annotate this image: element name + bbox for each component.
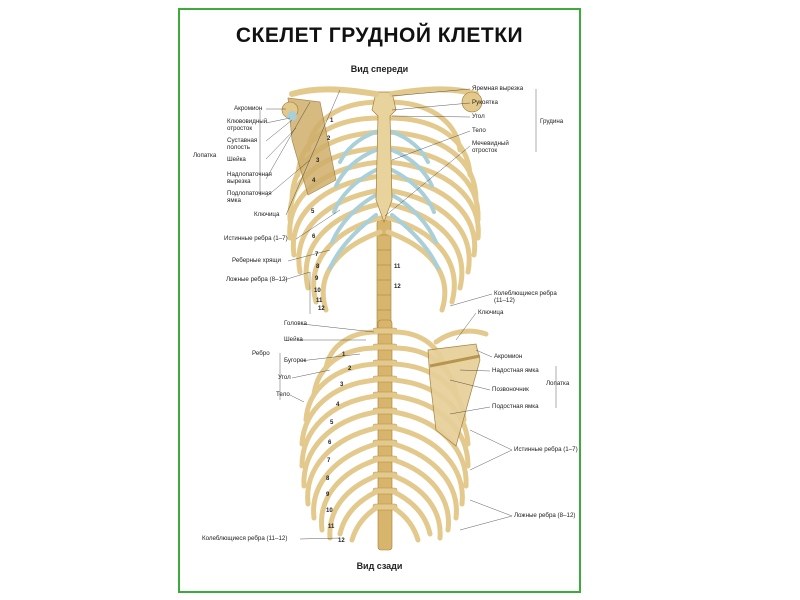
right-clavicle bbox=[389, 86, 479, 97]
label-klyuchitsa-front: Ключица bbox=[254, 211, 280, 218]
rib-number: 12 bbox=[394, 284, 401, 290]
label-lopatka-front: Лопатка bbox=[193, 152, 217, 159]
label-sustavnaya: Суставная полость bbox=[227, 137, 258, 151]
rib-number: 7 bbox=[315, 252, 319, 258]
label-lozhnye-back: Ложные ребра (8–12) bbox=[514, 512, 576, 519]
label-koleblyushchiesya-front: Колеблющиеся ребра (11–12) bbox=[494, 290, 557, 304]
rib-number: 4 bbox=[312, 178, 316, 184]
rib-number: 9 bbox=[315, 276, 319, 282]
front-view-subtitle: Вид спереди bbox=[350, 64, 409, 74]
rib-number: 8 bbox=[326, 476, 330, 482]
rib-number: 7 bbox=[327, 458, 331, 464]
label-nadostnaya: Надостная ямка bbox=[492, 367, 539, 374]
left-clavicle bbox=[289, 86, 379, 97]
back-scapula bbox=[427, 343, 481, 447]
rib-number: 1 bbox=[330, 118, 334, 124]
label-golova: Головка bbox=[284, 320, 307, 327]
rib-number: 2 bbox=[348, 366, 352, 372]
label-pozvonochnik: Позвоночник bbox=[492, 386, 529, 393]
label-podostnaya: Подостная ямка bbox=[492, 403, 539, 410]
rib-number: 10 bbox=[326, 508, 333, 514]
label-nadlopatochnaya: Надлопаточная вырезка bbox=[227, 171, 272, 185]
rib-number: 4 bbox=[336, 402, 340, 408]
label-lozhnye-front: Ложные ребра (8–12) bbox=[226, 276, 288, 283]
label-sheyka-front: Шейка bbox=[227, 156, 246, 163]
label-ugol-back: Угол bbox=[278, 374, 291, 381]
back-spine bbox=[377, 319, 393, 551]
label-istinnye-front: Истинные ребра (1–7) bbox=[224, 235, 288, 242]
label-ugol-front: Угол bbox=[472, 113, 485, 120]
rib-number: 11 bbox=[316, 298, 323, 304]
label-grudina: Грудина bbox=[540, 118, 564, 125]
label-koleblyushchiesya-back: Колеблющиеся ребра (11–12) bbox=[202, 535, 288, 542]
rib-number: 6 bbox=[328, 440, 332, 446]
front-ribcage: 1 2 3 4 5 6 7 8 9 10 11 12 11 12 bbox=[259, 86, 537, 331]
rib-number: 5 bbox=[330, 420, 334, 426]
rib-number: 3 bbox=[340, 382, 344, 388]
rib-number: 11 bbox=[328, 524, 335, 530]
rib-number: 3 bbox=[316, 158, 320, 164]
ribcage-illustrations: 1 2 3 4 5 6 7 8 9 10 11 12 11 12 bbox=[259, 86, 557, 551]
label-rebernye-hryashchi: Реберные хрящи bbox=[232, 257, 281, 264]
back-view-subtitle: Вид сзади bbox=[356, 561, 403, 571]
sternum bbox=[371, 91, 397, 224]
label-yaremnaya: Яремная вырезка bbox=[472, 85, 524, 92]
rib-number: 1 bbox=[342, 352, 346, 358]
label-akromion-back: Акромион bbox=[494, 353, 523, 360]
rib-number: 10 bbox=[314, 288, 321, 294]
rib-number: 8 bbox=[316, 264, 320, 270]
front-spine bbox=[376, 219, 392, 331]
rib-number: 6 bbox=[312, 234, 316, 240]
label-telo-back: Тело bbox=[276, 391, 290, 398]
rib-number: 9 bbox=[326, 492, 330, 498]
anatomy-poster: СКЕЛЕТ ГРУДНОЙ КЛЕТКИ Вид спереди bbox=[178, 8, 581, 593]
rib-number: 12 bbox=[318, 306, 325, 312]
label-klyuvovidny: Клювовидный отросток bbox=[227, 118, 268, 132]
label-sheyka-back: Шейка bbox=[284, 336, 303, 343]
label-klyuchitsa-back: Ключица bbox=[478, 309, 504, 316]
label-rebro: Ребро bbox=[252, 350, 270, 357]
label-mechevidny: Мечевидный отросток bbox=[472, 140, 509, 154]
label-istinnye-back: Истинные ребра (1–7) bbox=[514, 446, 578, 453]
label-podlopatochnaya: Подлопаточная ямка bbox=[227, 190, 272, 204]
rib-number: 2 bbox=[327, 136, 331, 142]
label-lopatka-back: Лопатка bbox=[546, 380, 570, 387]
rib-number: 12 bbox=[338, 538, 345, 544]
rib-number: 5 bbox=[311, 209, 315, 215]
label-bugorok: Бугорок bbox=[284, 357, 307, 364]
label-akromion-front: Акромион bbox=[234, 105, 263, 112]
poster-title: СКЕЛЕТ ГРУДНОЙ КЛЕТКИ bbox=[235, 24, 524, 47]
rib-number: 11 bbox=[394, 264, 401, 270]
label-telo-front: Тело bbox=[472, 127, 486, 134]
back-ribcage: 1 2 3 4 5 6 7 8 9 10 11 12 bbox=[279, 312, 557, 551]
label-rukoyatka: Рукоятка bbox=[472, 99, 498, 106]
